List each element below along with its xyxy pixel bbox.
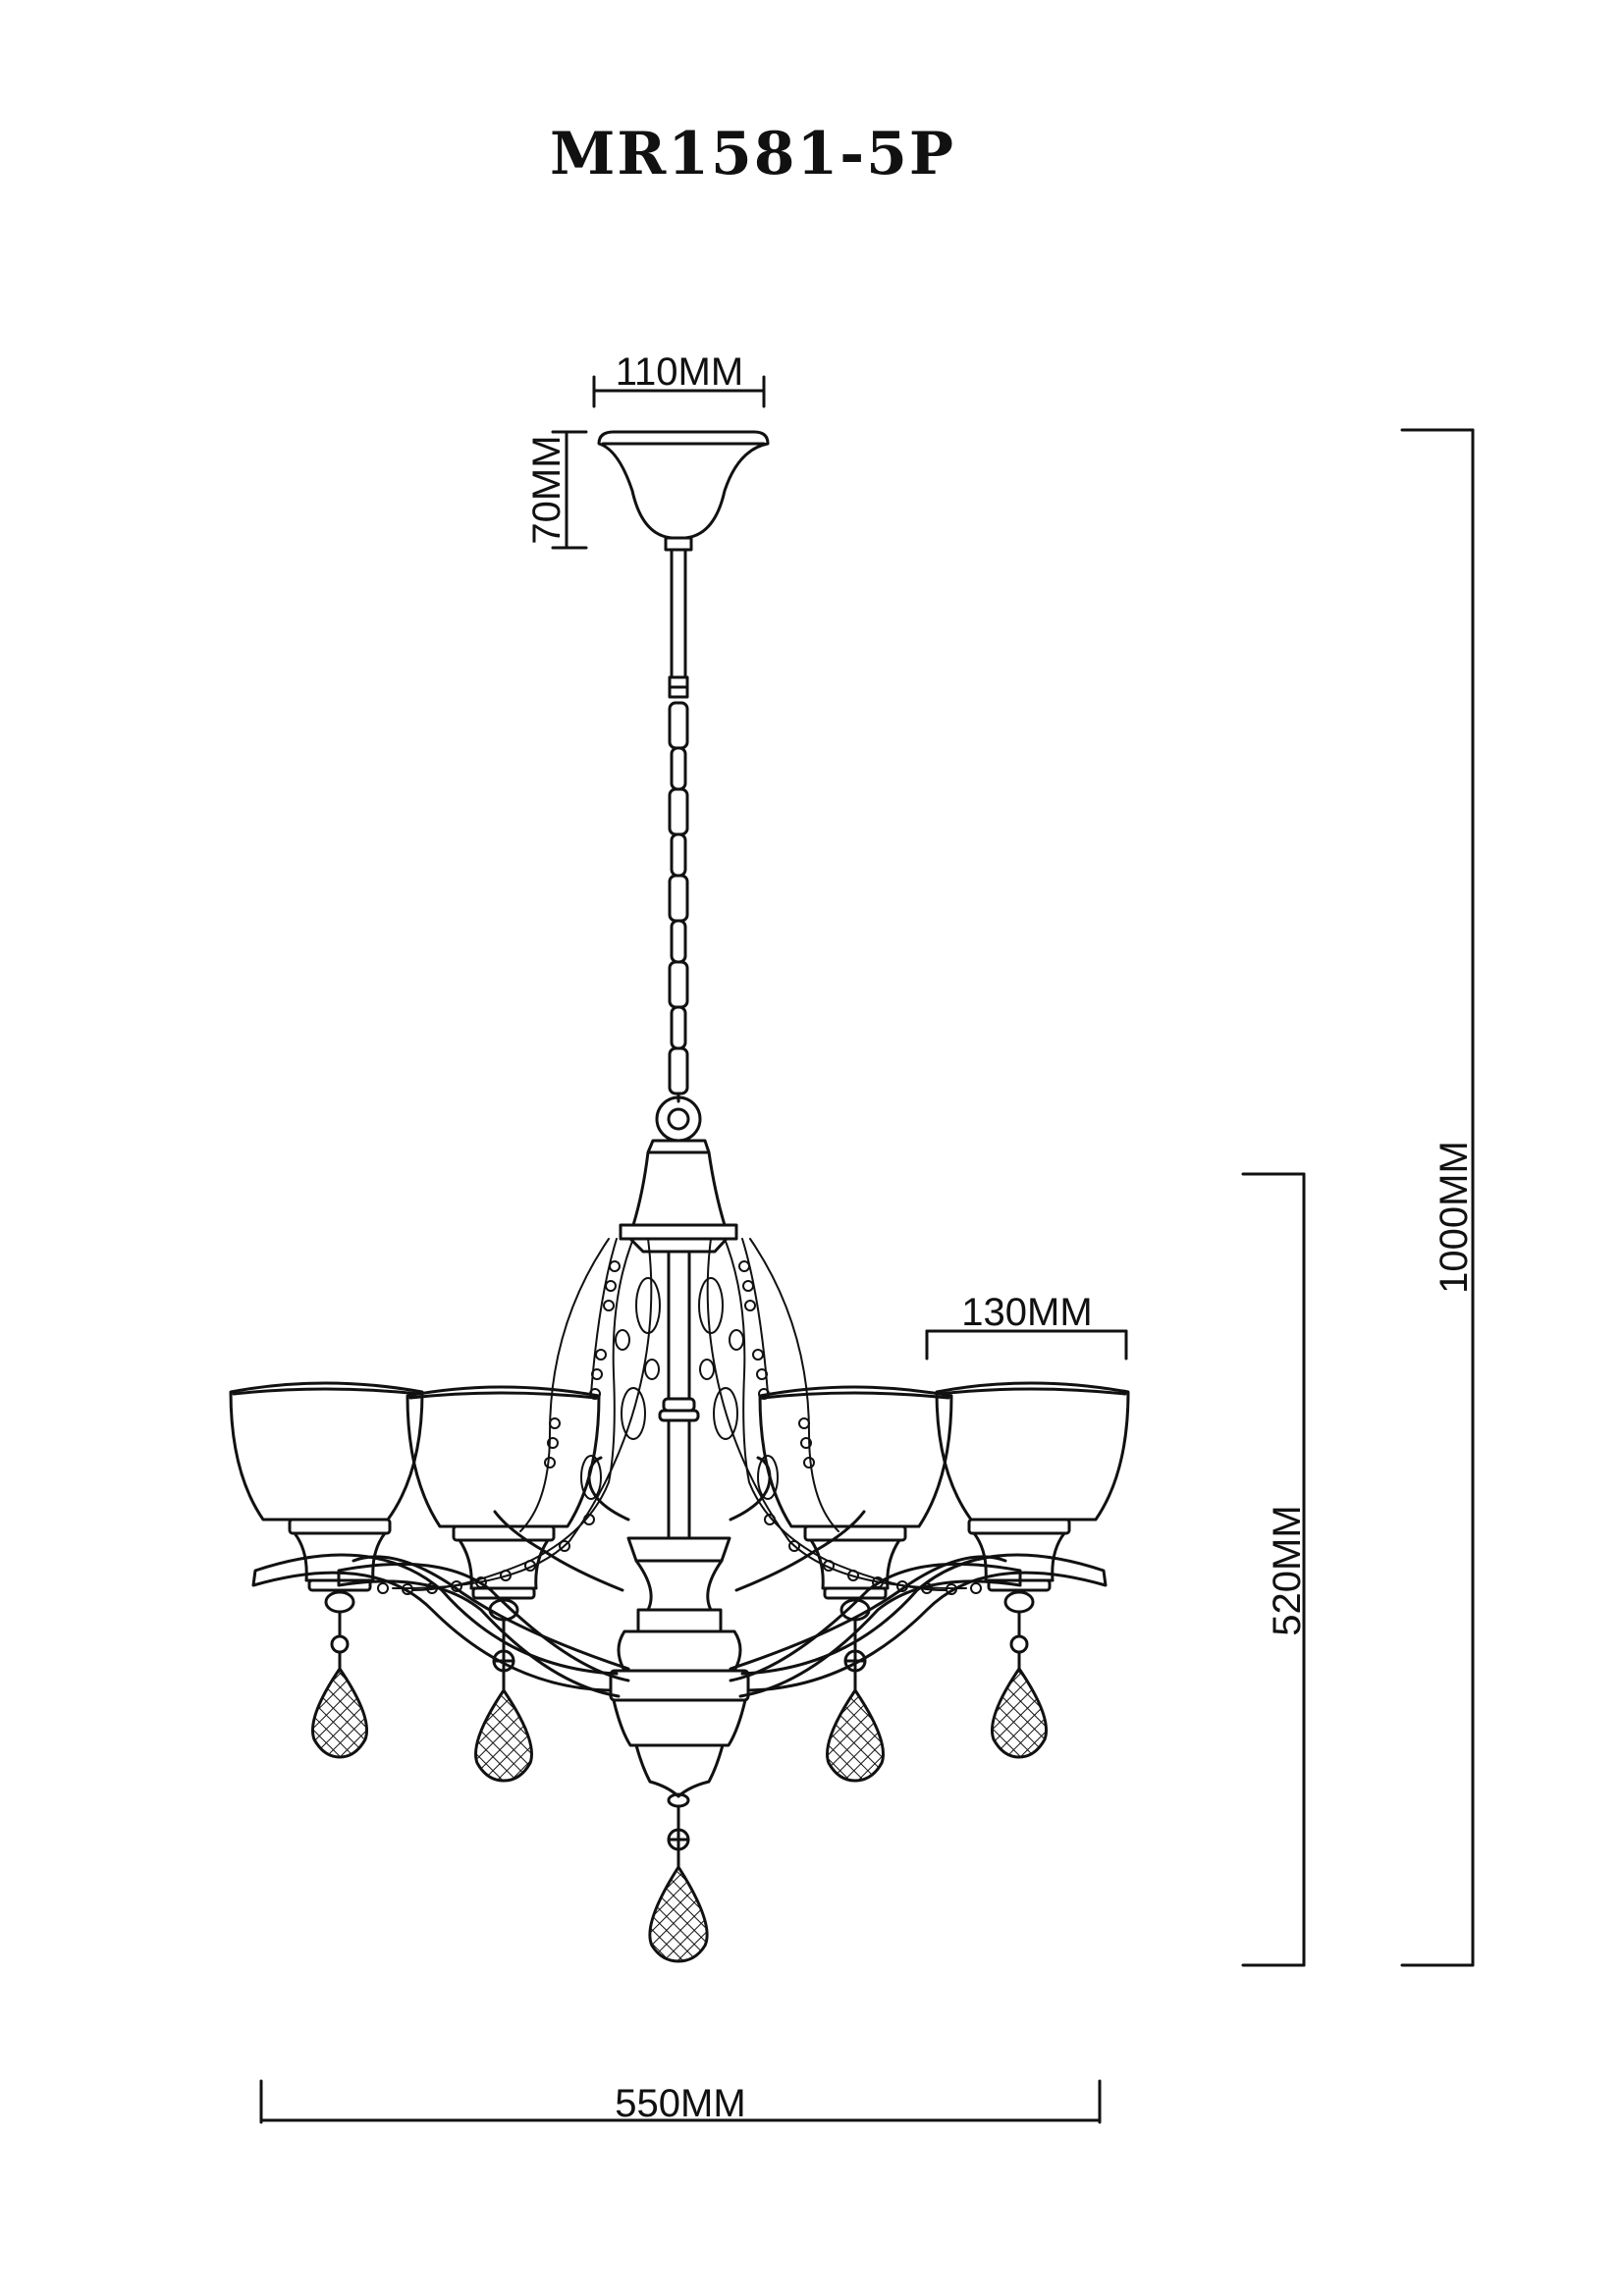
lamp-shade-3	[758, 1385, 953, 1783]
dimension-canopy-height: 70MM	[525, 430, 588, 550]
dimension-label-shade-width: 130MM	[961, 1291, 1092, 1334]
suspension-loop	[655, 1095, 702, 1143]
lamp-shade-1	[229, 1381, 424, 1759]
lamp-shade-4	[935, 1381, 1130, 1759]
dimension-label-canopy-height: 70MM	[525, 435, 568, 544]
dimension-label-overall-width: 550MM	[615, 2082, 745, 2125]
dimension-label-total-height: 1000MM	[1433, 1141, 1476, 1294]
dimension-overall-width: 550MM	[259, 2079, 1102, 2125]
dimension-body-height: 520MM	[1241, 1172, 1309, 1967]
dimension-label-canopy-width: 110MM	[616, 350, 743, 394]
lamp-shade-2	[406, 1385, 601, 1783]
model-title: MR1581-5P	[550, 120, 956, 188]
suspension-rod	[668, 548, 689, 699]
dimension-canopy-width: 110MM	[592, 350, 766, 408]
central-column	[617, 1139, 742, 1673]
dimension-label-body-height: 520MM	[1266, 1505, 1309, 1635]
center-hub	[609, 1669, 750, 1869]
arms	[251, 1456, 1108, 1698]
bead-strands	[377, 1238, 982, 1595]
chain	[668, 701, 689, 1103]
dimension-total-height: 1000MM	[1400, 428, 1476, 1967]
dimension-shade-width: 130MM	[925, 1291, 1128, 1361]
crystal-drop-center	[648, 1865, 709, 1963]
ceiling-canopy	[597, 430, 770, 552]
